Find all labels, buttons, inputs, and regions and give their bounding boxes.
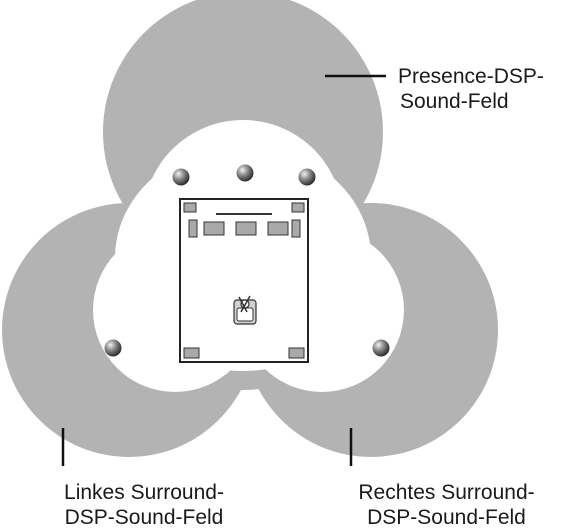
- right-surround-label-line2: DSP-Sound-Feld: [367, 506, 526, 529]
- presence-label-line2: Sound-Feld: [400, 90, 509, 113]
- presence-label: Presence-DSP- Sound-Feld: [398, 64, 544, 114]
- front-right-corner-speaker: [291, 202, 305, 213]
- presence-center-speaker: [236, 164, 254, 182]
- listener-seat-icon: [233, 295, 257, 325]
- left-component: [203, 221, 225, 236]
- right-surround-label-line1: Rechtes Surround-: [358, 481, 535, 504]
- front-left-corner-speaker: [183, 202, 197, 213]
- listening-room: [179, 198, 309, 363]
- presence-left-speaker: [172, 168, 190, 186]
- left-surround-label: Linkes Surround- DSP-Sound-Feld: [49, 480, 239, 530]
- rear-left-corner-speaker: [183, 347, 200, 359]
- left-surround-label-line1: Linkes Surround-: [64, 481, 224, 504]
- left-surround-label-line2: DSP-Sound-Feld: [64, 506, 224, 529]
- right-component: [267, 221, 289, 236]
- front-left-speaker: [188, 219, 198, 238]
- rear-right-corner-speaker: [288, 347, 305, 359]
- right-surround-label: Rechtes Surround- DSP-Sound-Feld: [344, 480, 549, 530]
- speaker-sphere-icon: [104, 164, 390, 357]
- presence-right-speaker: [298, 168, 316, 186]
- front-right-speaker: [291, 219, 301, 238]
- surround-right-speaker: [372, 339, 390, 357]
- center-component: [235, 221, 257, 236]
- surround-left-speaker: [104, 339, 122, 357]
- presence-label-line1: Presence-DSP-: [398, 65, 544, 88]
